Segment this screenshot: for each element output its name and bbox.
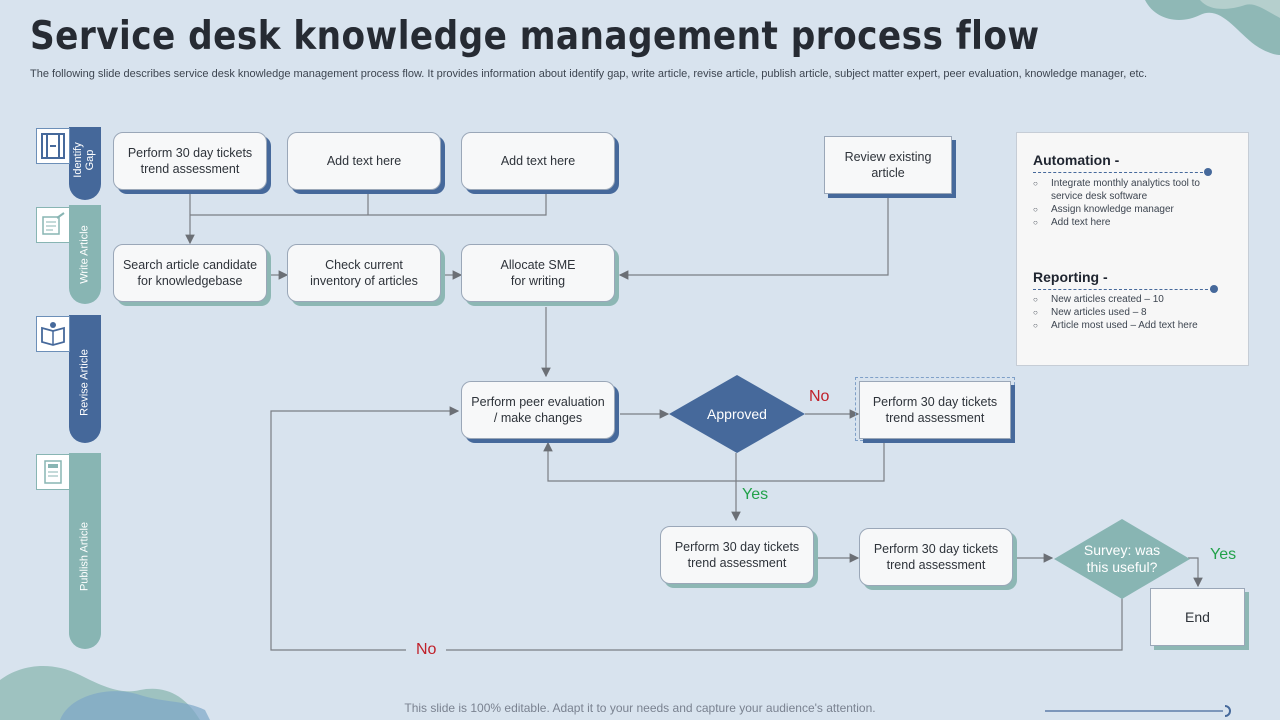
corner-decoration-top-right bbox=[1145, 0, 1280, 55]
info-panel: Automation - Integrate monthly analytics… bbox=[1016, 132, 1249, 366]
decision-approved bbox=[669, 375, 805, 453]
label-approved-no: No bbox=[809, 388, 830, 405]
book-review-icon bbox=[36, 316, 70, 352]
reporting-item: New articles created – 10 bbox=[1033, 293, 1233, 306]
reporting-heading: Reporting - bbox=[1033, 269, 1108, 285]
connector-survey-yes bbox=[1188, 557, 1203, 588]
node-allocate-sme: Allocate SME for writing bbox=[461, 244, 615, 302]
node-identify-text-2: Add text here bbox=[461, 132, 615, 190]
decision-survey-label: Survey: was this useful? bbox=[1083, 542, 1161, 575]
automation-item: Integrate monthly analytics tool to serv… bbox=[1033, 177, 1233, 203]
node-publish-trend-assessment-2: Perform 30 day tickets trend assessment bbox=[859, 528, 1013, 586]
node-identify-trend-assessment: Perform 30 day tickets trend assessment bbox=[113, 132, 267, 190]
lane-tab-write-article bbox=[69, 205, 101, 304]
node-peer-evaluation: Perform peer evaluation / make changes bbox=[461, 381, 615, 439]
node-identify-text-1: Add text here bbox=[287, 132, 441, 190]
publish-document-icon bbox=[36, 454, 70, 490]
connector-survey-no bbox=[270, 411, 1123, 651]
footer-line-decoration bbox=[1045, 705, 1231, 717]
connector-trend-back-to-peer bbox=[543, 441, 885, 482]
node-check-inventory: Check current inventory of articles bbox=[287, 244, 441, 302]
node-review-existing-article: Review existing article bbox=[824, 136, 952, 194]
node-publish-trend-assessment-1: Perform 30 day tickets trend assessment bbox=[660, 526, 814, 584]
decision-approved-label: Approved bbox=[707, 405, 767, 422]
selection-outline bbox=[855, 377, 1015, 441]
label-approved-yes: Yes bbox=[742, 486, 769, 503]
node-search-article-candidate: Search article candidate for knowledgeba… bbox=[113, 244, 267, 302]
page-title: Service desk knowledge management proces… bbox=[30, 14, 1040, 59]
lane-tab-revise-article bbox=[69, 315, 101, 443]
automation-divider bbox=[1033, 172, 1208, 173]
page-subtitle: The following slide describes service de… bbox=[30, 68, 1148, 80]
node-end: End bbox=[1150, 588, 1245, 646]
node-revise-trend-assessment: Perform 30 day tickets trend assessment bbox=[859, 381, 1011, 439]
film-strip-icon bbox=[36, 128, 70, 164]
decision-survey bbox=[1054, 519, 1190, 599]
automation-list: Integrate monthly analytics tool to serv… bbox=[1033, 177, 1233, 229]
corner-decoration-bottom-left bbox=[0, 665, 210, 720]
label-survey-no: No bbox=[416, 641, 437, 658]
automation-item: Assign knowledge manager bbox=[1033, 203, 1233, 216]
document-edit-icon bbox=[36, 207, 70, 243]
reporting-divider bbox=[1033, 289, 1213, 290]
connector-review-to-allocate bbox=[618, 196, 889, 280]
reporting-divider-dot bbox=[1210, 285, 1218, 293]
lane-tab-publish-article bbox=[69, 453, 101, 649]
footer-note: This slide is 100% editable. Adapt it to… bbox=[404, 701, 876, 715]
label-survey-yes: Yes bbox=[1210, 546, 1237, 563]
automation-divider-dot bbox=[1204, 168, 1212, 176]
automation-item: Add text here bbox=[1033, 216, 1233, 229]
connector-identify-merge bbox=[190, 192, 547, 216]
lane-tab-identify-gap bbox=[69, 127, 101, 200]
reporting-list: New articles created – 10 New articles u… bbox=[1033, 293, 1233, 332]
reporting-item: New articles used – 8 bbox=[1033, 306, 1233, 319]
automation-heading: Automation - bbox=[1033, 152, 1120, 168]
reporting-item: Article most used – Add text here bbox=[1033, 319, 1233, 332]
